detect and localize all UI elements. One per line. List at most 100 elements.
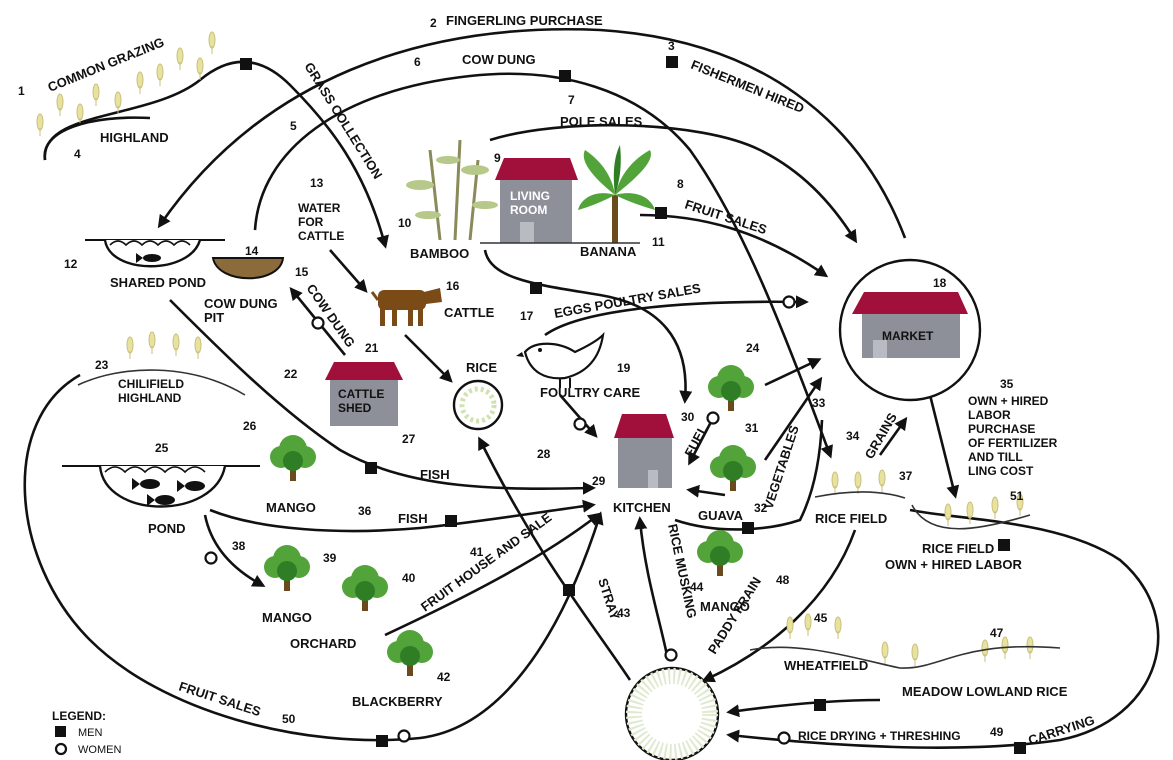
label-mango-left: MANGO [266,500,316,515]
men-marker [563,584,575,596]
num-10: 10 [398,216,412,230]
num-42: 42 [437,670,451,684]
label-shared-pond: SHARED POND [110,275,206,290]
flow-rice-musking [634,516,670,661]
wheatfield-grass-icon [749,613,1061,669]
num-34: 34 [846,429,860,443]
num-30: 30 [681,410,695,424]
orchard-tree-icon [342,565,388,611]
num-15: 15 [295,265,309,279]
num-1: 1 [18,84,25,98]
num-23: 23 [95,358,109,372]
men-marker [666,56,678,68]
label-mango-mid: MANGO [700,599,750,614]
flow-stray [478,436,632,681]
label-rice-musking: RICE MUSKING [665,523,700,620]
num-33: 33 [812,396,826,410]
cow-dung-pit-icon [211,257,285,280]
num-43: 43 [617,606,631,620]
num-37: 37 [899,469,913,483]
num-36: 36 [358,504,372,518]
legend: LEGEND: MEN WOMEN [52,709,121,756]
flow-fish-upper [169,299,596,495]
num-40: 40 [402,571,416,585]
flow-fingerling-purchase [157,28,907,239]
legend-women-label: WOMEN [78,744,121,756]
women-marker [573,417,587,431]
num-38: 38 [232,539,246,553]
num-47: 47 [990,626,1004,640]
flow-fruit-house-sale [384,512,602,637]
label-orchard: ORCHARD [290,636,356,651]
label-paddy-frain: PADDY FRAIN [705,574,764,656]
num-14: 14 [245,244,259,258]
num-41: 41 [470,545,484,559]
men-marker [742,522,754,534]
men-marker [655,207,667,219]
cattle-shed-icon [325,362,403,426]
num-6: 6 [414,55,421,69]
poultry-bird-icon [516,331,605,388]
legend-women-icon [54,742,68,756]
bamboo-icon [406,139,498,241]
flow-lines [23,28,1160,749]
num-2: 2 [430,16,437,30]
banana-tree-icon [578,145,655,243]
flow-cow-dung-top [253,72,833,459]
mango-tree-44-icon [697,530,743,576]
num-28: 28 [537,447,551,461]
label-bamboo: BAMBOO [410,246,469,261]
flow-cattle-rice [404,334,453,383]
num-8: 8 [677,177,684,191]
rice-pile-icon [624,666,720,760]
mango-tree-26-icon [270,435,316,481]
women-marker [706,411,720,425]
num-35: 35 [1000,377,1014,391]
men-marker [530,282,542,294]
blackberry-tree-icon [387,630,433,676]
legend-men-icon [55,726,66,737]
label-cattle: CATTLE [444,305,495,320]
label-guava: GUAVA [698,508,744,523]
men-marker [1014,742,1026,754]
num-18: 18 [933,276,947,290]
num-26: 26 [243,419,257,433]
rice-field-51-icon [911,493,1031,530]
label-rice: RICE [466,360,497,375]
label-fruit-sales-bottom: FRUIT SALES [177,679,263,720]
num-50: 50 [282,712,296,726]
label-grass-collection: GRASS COLLECTION [301,60,385,182]
women-marker [777,731,791,745]
label-pole-sales: POLE SALES [560,114,643,129]
flow-water-for-cattle [329,249,368,293]
highland-line [43,116,151,161]
label-fruit-sales-top: FRUIT SALES [683,197,769,238]
diagram-numbers: 1 2 3 4 5 6 7 8 9 10 11 12 13 14 15 16 1… [18,16,1024,739]
num-29: 29 [592,474,606,488]
label-foultry-care: FOULTRY CARE [540,385,640,400]
flow-bamboo-kitchen [483,249,693,404]
num-31: 31 [745,421,759,435]
num-13: 13 [310,176,324,190]
women-marker [782,295,796,309]
men-marker [240,58,252,70]
tree-24-icon [708,365,754,411]
num-11: 11 [652,235,665,249]
num-4: 4 [74,147,81,161]
label-fingerling-purchase: FINGERLING PURCHASE [446,13,603,28]
label-blackberry: BLACKBERRY [352,694,443,709]
men-marker [376,735,388,747]
label-cow-dung-top: COW DUNG [462,52,536,67]
num-12: 12 [64,257,78,271]
guava-tree-icon [710,445,756,491]
num-19: 19 [617,361,631,375]
women-marker [204,551,218,565]
market-icon [838,258,982,402]
cattle-icon [370,288,442,326]
label-meadow-lowland-rice: MEADOW LOWLAND RICE [902,684,1068,699]
flow-guava-vegetables [674,419,824,531]
